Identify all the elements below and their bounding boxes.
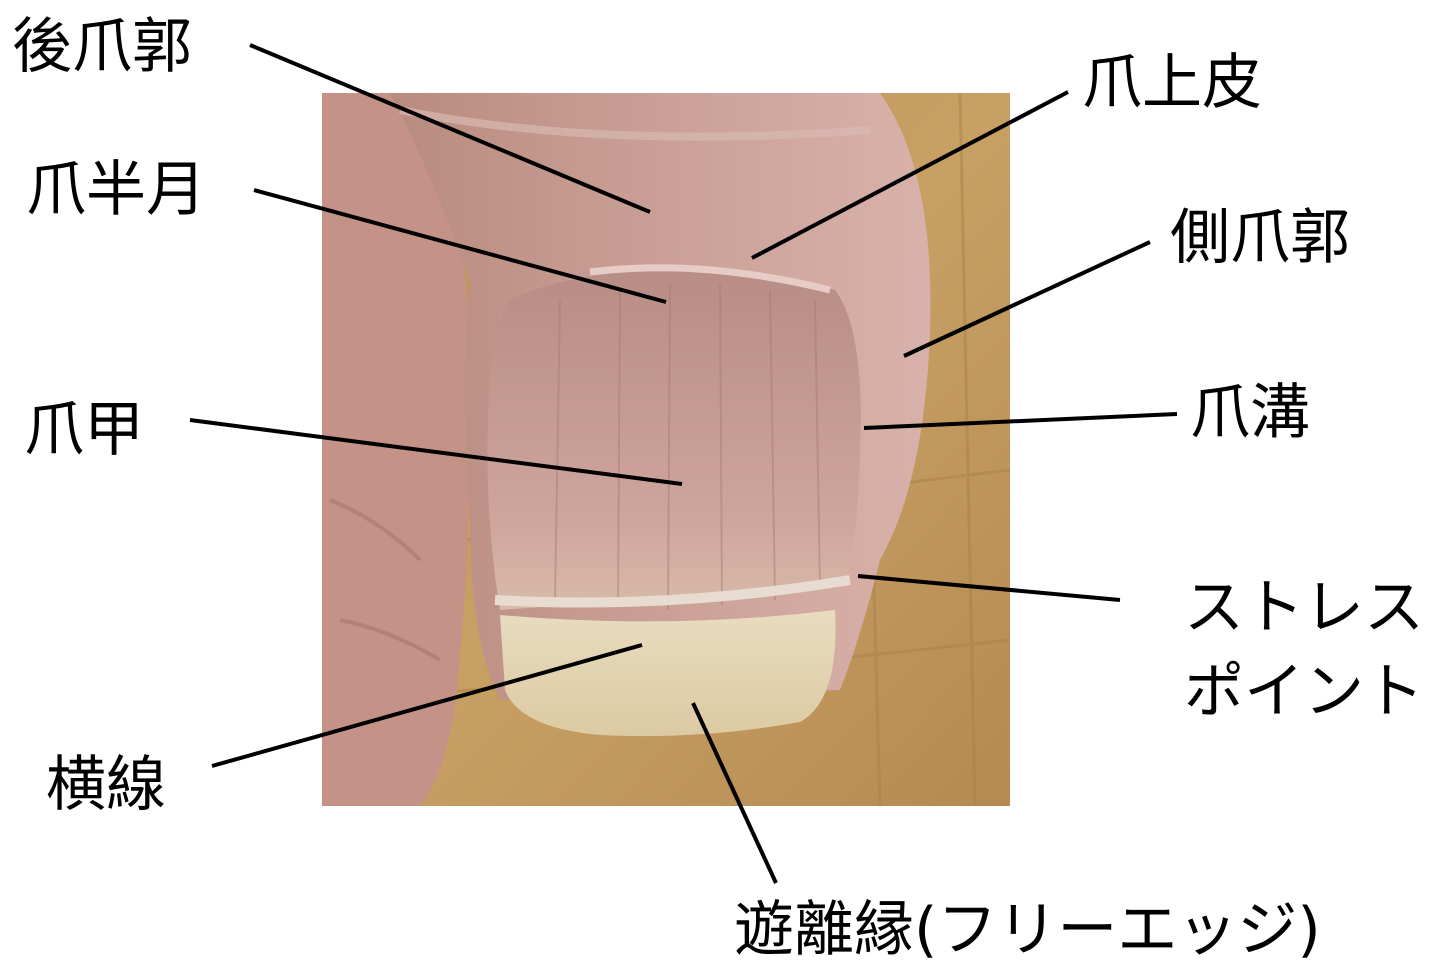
label-cuticle: 爪上皮 [1082,50,1262,116]
free-edge-shape [500,610,836,736]
label-lateral-nail-fold: 側爪郭 [1170,205,1350,271]
label-lunula: 爪半月 [26,157,206,223]
label-stress-point-line1: ストレス [1184,566,1424,650]
label-stress-point-line2: ポイント [1184,650,1424,734]
label-nail-groove: 爪溝 [1190,380,1310,446]
label-transverse-line: 横線 [46,752,166,818]
label-posterior-nail-fold: 後爪郭 [12,14,192,80]
label-free-edge: 遊離縁(フリーエッジ) [734,897,1321,963]
label-nail-plate: 爪甲 [24,397,144,463]
nail-plate-shape [488,271,861,610]
label-stress-point: ストレス ポイント [1184,566,1424,734]
